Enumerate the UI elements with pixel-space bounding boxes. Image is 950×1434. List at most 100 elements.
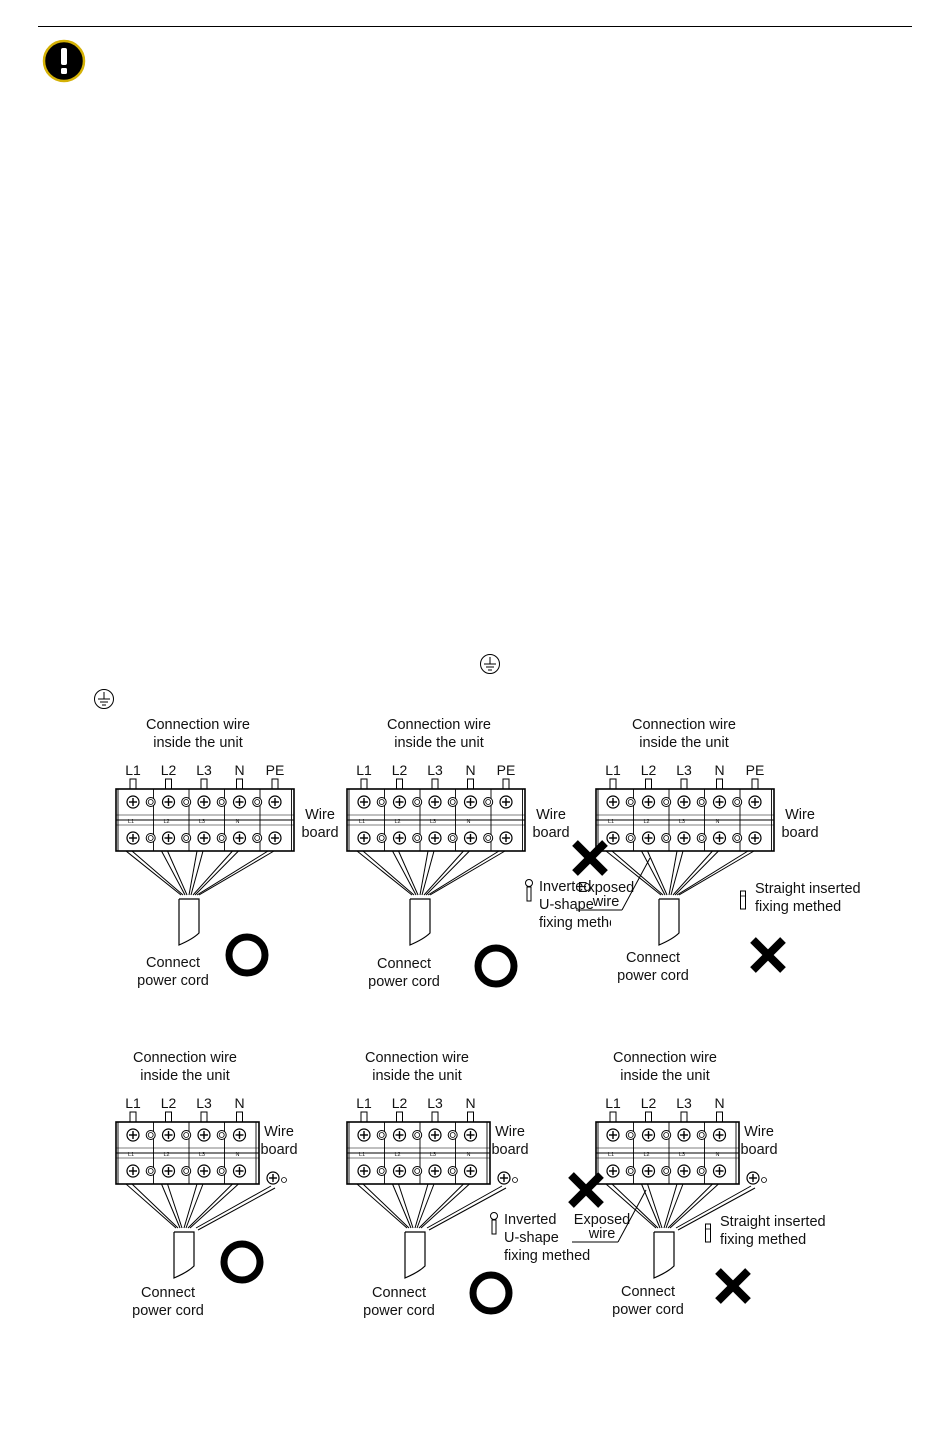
power-wire — [167, 1183, 183, 1229]
power-wire — [125, 850, 182, 896]
terminal-ring — [661, 797, 672, 807]
terminal-ring — [181, 1166, 192, 1176]
power-wire — [362, 1183, 410, 1229]
wire-board-label: board — [781, 825, 818, 841]
terminal-label: PE — [266, 762, 285, 778]
block-mini-label: L1 — [608, 1152, 614, 1158]
power-wire — [672, 850, 713, 896]
power-wire — [665, 1183, 684, 1229]
terminal-label: L3 — [427, 1095, 443, 1111]
terminal-tab — [396, 1111, 403, 1123]
callout-line — [621, 857, 651, 911]
power-wire — [392, 1183, 412, 1229]
terminal-ring — [145, 833, 156, 843]
power-wire — [611, 850, 664, 896]
connection-wire-label: Connection wire — [146, 717, 250, 733]
connect-power-cord-label: power cord — [363, 1303, 435, 1319]
terminal-ring — [181, 797, 192, 807]
terminal-ring-inner — [183, 835, 190, 841]
earth-wire — [677, 1187, 756, 1231]
connection-wire-label: Connection wire — [133, 1050, 237, 1066]
power-wire — [668, 850, 678, 896]
terminal-ring — [145, 797, 156, 807]
terminal-ring — [696, 1166, 707, 1176]
terminal-label: L1 — [605, 1095, 621, 1111]
connection-wire-label: Connection wire — [365, 1050, 469, 1066]
terminal-ring — [696, 1130, 707, 1140]
inverted-u-label: U-shape — [504, 1230, 559, 1246]
terminal-label: L1 — [605, 762, 621, 778]
wire-board-label: Wire — [536, 807, 566, 823]
terminal-ring — [732, 833, 743, 843]
terminal-ring — [412, 833, 423, 843]
terminal-ring-inner — [698, 835, 705, 841]
top-rule — [38, 26, 912, 27]
connect-power-cord-label: Connect — [146, 955, 200, 971]
connect-power-cord-label: Connect — [372, 1285, 426, 1301]
power-wire — [641, 1183, 661, 1229]
straight-pin-icon — [705, 1223, 711, 1243]
power-wire — [125, 1183, 177, 1229]
wire-board-label: board — [491, 1142, 528, 1158]
terminal-ring-inner — [147, 1132, 154, 1138]
terminal-ring — [252, 797, 263, 807]
connection-wire-label: inside the unit — [140, 1068, 229, 1084]
exposed-wire-label: Exposed — [574, 1212, 630, 1228]
terminal-tab — [236, 1111, 243, 1123]
terminal-ring — [216, 1130, 227, 1140]
terminal-ring — [216, 797, 227, 807]
wire-board-label: board — [532, 825, 569, 841]
terminal-ring — [145, 1166, 156, 1176]
terminal-ring-inner — [698, 1168, 705, 1174]
terminal-tab — [360, 1111, 368, 1123]
terminal-ring-inner — [378, 1168, 385, 1174]
terminal-tab — [751, 778, 759, 790]
power-cord — [404, 1231, 426, 1279]
power-wire — [429, 850, 506, 896]
terminal-ring-inner — [449, 1168, 456, 1174]
terminal-ring — [447, 833, 458, 843]
power-wire — [425, 850, 470, 896]
block-mini-label: L2 — [394, 819, 400, 825]
block-mini-label: L3 — [679, 1152, 685, 1158]
terminal-ring-inner — [183, 799, 190, 805]
block-mini-label: L2 — [643, 819, 649, 825]
connection-wire-label: inside the unit — [394, 735, 483, 751]
terminal-ring-inner — [449, 1132, 456, 1138]
terminal-ring — [625, 833, 636, 843]
terminal-label: L3 — [676, 1095, 692, 1111]
connect-power-cord-label: power cord — [137, 973, 209, 989]
block-mini-label: L1 — [128, 819, 134, 825]
terminal-ring — [376, 833, 387, 843]
terminal-ring-inner — [663, 835, 670, 841]
terminal-tab — [680, 778, 688, 790]
power-wire — [188, 850, 198, 896]
terminal-tab — [467, 778, 474, 790]
terminal-ring-inner — [218, 1168, 225, 1174]
terminal-ring — [483, 797, 494, 807]
power-wire — [362, 850, 415, 896]
power-wire — [161, 1183, 181, 1229]
terminal-ring — [376, 797, 387, 807]
power-wire — [669, 1183, 719, 1229]
earth-mini-icon — [512, 1177, 518, 1183]
block-mini-label: N — [236, 819, 240, 825]
terminal-ring-inner — [663, 1132, 670, 1138]
block-mini-label: N — [467, 819, 471, 825]
inverted-u-label: fixing methed — [539, 915, 611, 931]
block-mini-label: L3 — [199, 1152, 205, 1158]
power-wire — [198, 850, 275, 896]
wrong-mark-icon — [568, 1172, 604, 1208]
terminal-label: N — [714, 1095, 724, 1111]
wire-board-label: Wire — [744, 1124, 774, 1140]
wire-board-label: board — [301, 825, 338, 841]
power-wire — [414, 1183, 429, 1229]
terminal-ring — [625, 1166, 636, 1176]
connect-power-cord-label: power cord — [617, 968, 689, 984]
terminal-tab — [200, 1111, 208, 1123]
terminal-ring — [216, 1166, 227, 1176]
